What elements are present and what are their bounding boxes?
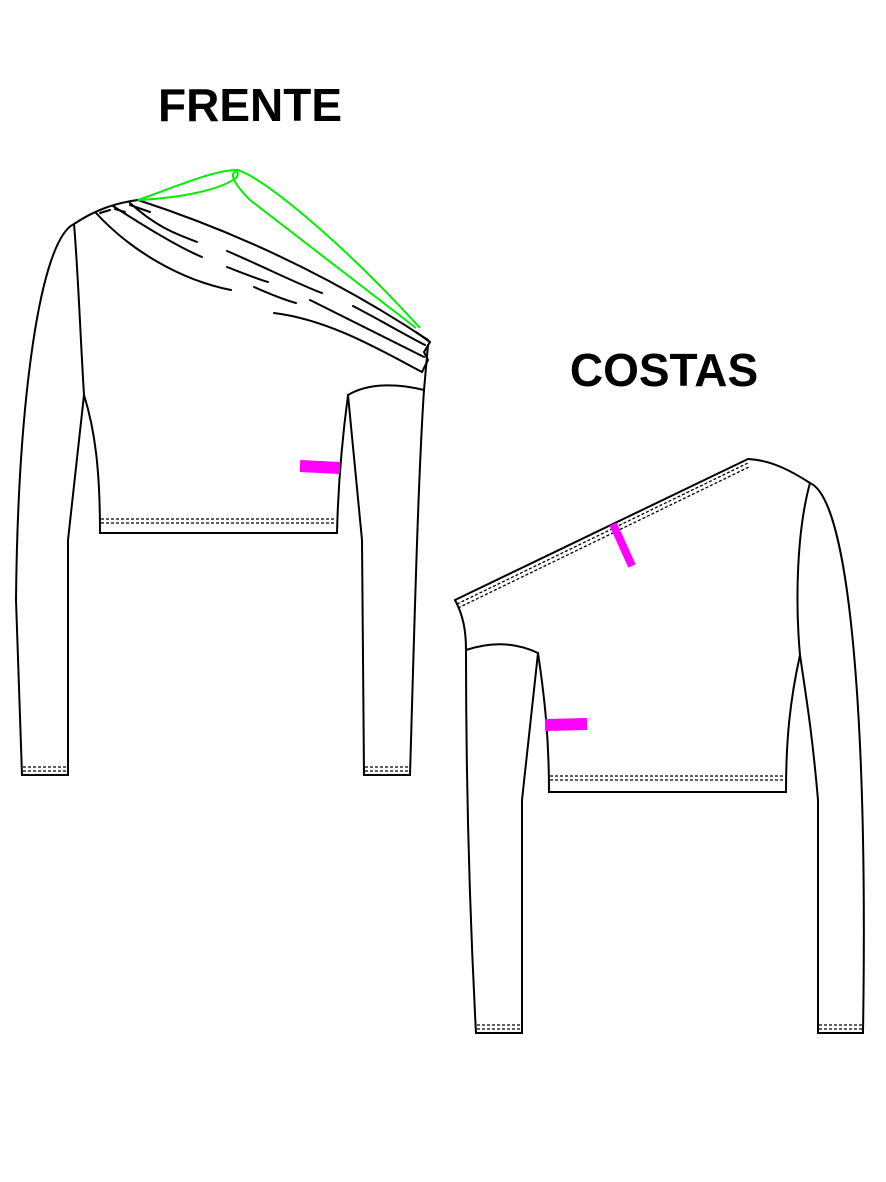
back-hem-stitch <box>550 775 785 781</box>
back-left-sleeve-cuff-stitch <box>477 1024 521 1030</box>
front-garment <box>14 168 432 776</box>
front-left-sleeve-cuff-stitch <box>23 766 67 772</box>
back-neckline-magenta-marker <box>609 522 636 568</box>
front-hem-stitch <box>101 518 336 524</box>
front-neckline <box>73 199 139 225</box>
front-magenta-marker <box>299 460 341 474</box>
front-right-armhole <box>347 384 425 396</box>
back-right-shoulder <box>747 458 811 484</box>
front-right-sleeve-cuff-stitch <box>365 766 409 772</box>
back-neckline-diagonal <box>454 458 749 601</box>
front-drape-folds <box>95 199 432 373</box>
back-left-armhole <box>454 599 539 654</box>
back-side-magenta-marker <box>544 718 588 731</box>
front-shoulder-strap-green <box>137 168 421 329</box>
back-left-sleeve <box>465 649 539 1034</box>
back-garment <box>454 458 865 1034</box>
front-view-title: FRENTE <box>158 79 342 131</box>
back-neckline-stitch <box>456 462 750 609</box>
back-right-sleeve <box>796 482 865 1034</box>
front-right-sleeve <box>347 344 429 776</box>
front-left-sleeve <box>14 222 86 776</box>
back-view-title: COSTAS <box>569 344 759 396</box>
back-right-sleeve-cuff-stitch <box>819 1024 862 1030</box>
back-body-outline <box>537 652 801 793</box>
front-body-outline <box>83 394 349 534</box>
